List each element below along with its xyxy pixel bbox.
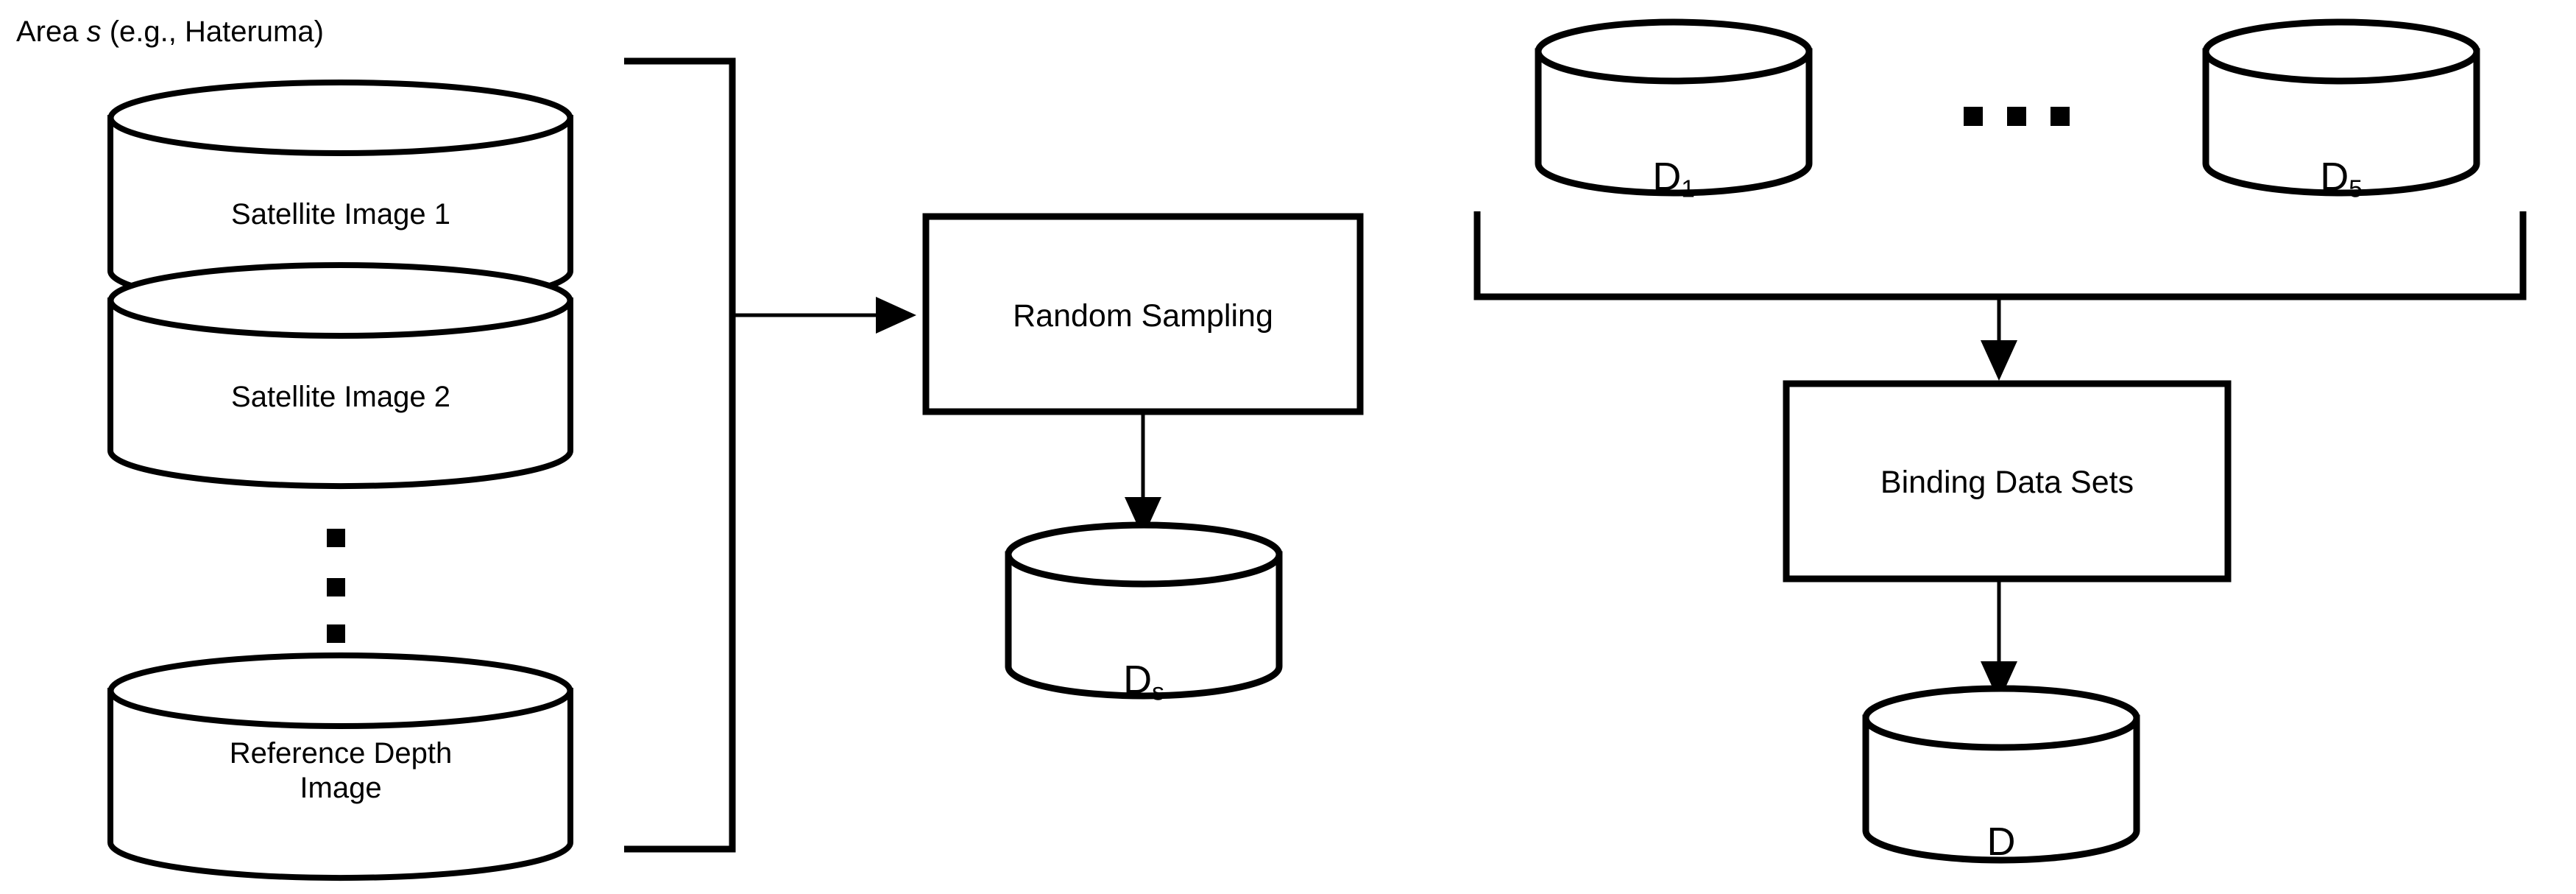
node-satellite-image-1[interactable] bbox=[110, 82, 571, 306]
area-label: Area s (e.g., Hateruma) bbox=[16, 15, 324, 49]
node-binding-data-sets[interactable] bbox=[1786, 384, 2228, 579]
node-dataset-d1[interactable] bbox=[1538, 22, 1809, 193]
dataset-ds-subscript: s bbox=[1152, 678, 1164, 706]
area-label-prefix: Area bbox=[16, 15, 87, 48]
cylinder-label-reference-depth-image: Reference Depth Image bbox=[229, 737, 453, 805]
process-label-binding-data-sets: Binding Data Sets bbox=[1880, 465, 2134, 500]
cylinder-label-dataset-d5: D5 bbox=[2206, 107, 2477, 203]
dataset-d-base: D bbox=[1986, 819, 2016, 864]
process-label-random-sampling: Random Sampling bbox=[1013, 298, 1273, 334]
right-bracket bbox=[1473, 211, 2527, 300]
cylinder-label-satellite-image-2: Satellite Image 2 bbox=[231, 381, 450, 413]
cylinder-label-satellite-image-1: Satellite Image 1 bbox=[231, 198, 450, 230]
dataset-d1-base: D bbox=[1652, 154, 1682, 199]
area-label-symbol: s bbox=[86, 15, 102, 48]
node-dataset-d[interactable] bbox=[1866, 689, 2137, 860]
cylinder-label-dataset-d1: D1 bbox=[1538, 107, 1809, 203]
vertical-ellipsis-icon bbox=[327, 529, 345, 643]
node-reference-depth-image[interactable] bbox=[110, 655, 571, 878]
area-label-suffix: (e.g., Hateruma) bbox=[101, 15, 324, 48]
dataset-d5-base: D bbox=[2320, 154, 2349, 199]
cylinder-label-dataset-d: D bbox=[1866, 772, 2137, 865]
node-dataset-d5[interactable] bbox=[2206, 22, 2477, 193]
horizontal-ellipsis-icon bbox=[1964, 107, 2070, 126]
dataset-d5-subscript: 5 bbox=[2349, 175, 2363, 203]
node-dataset-ds[interactable] bbox=[1008, 525, 1279, 696]
cylinder-label-dataset-ds: Ds bbox=[1008, 610, 1279, 706]
dataset-d1-subscript: 1 bbox=[1681, 175, 1695, 203]
node-satellite-image-2[interactable] bbox=[110, 306, 571, 486]
dataset-ds-base: D bbox=[1123, 657, 1153, 702]
node-random-sampling[interactable] bbox=[926, 217, 1360, 412]
left-bracket bbox=[624, 57, 736, 853]
